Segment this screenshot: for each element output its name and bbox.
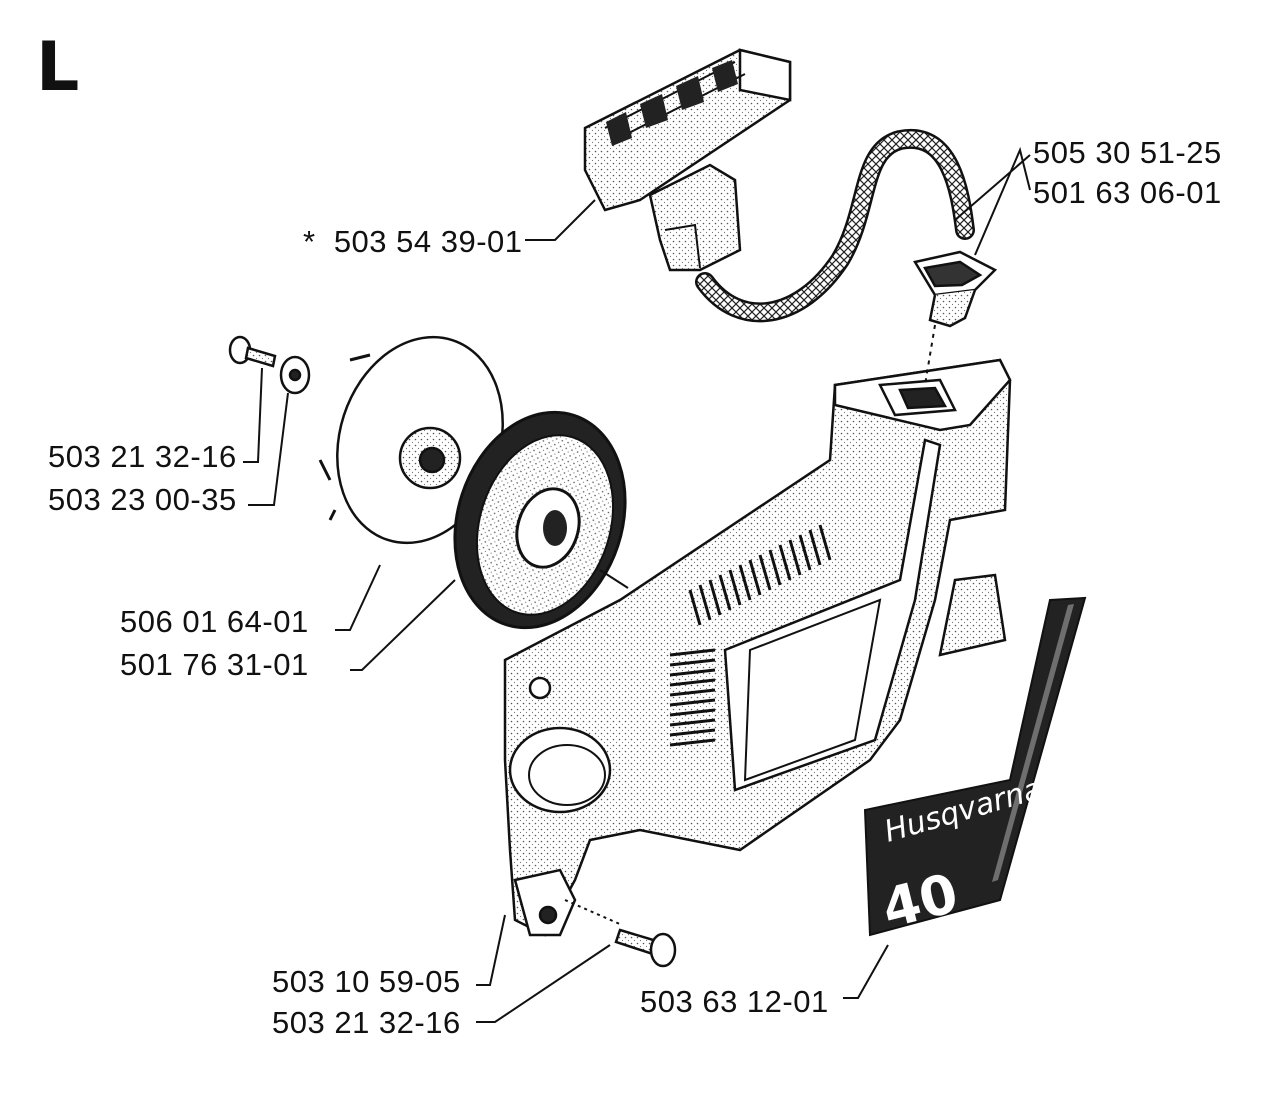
part-label-506-01-64-01: 506 01 64-01: [120, 605, 309, 639]
part-label-503-54-39-01: * 503 54 39-01: [303, 225, 523, 259]
part-number: 503 10 59-05: [272, 964, 461, 999]
part-prefix: *: [303, 224, 316, 259]
starter-housing: [503, 358, 1012, 937]
part-number: 503 21 32-16: [48, 439, 237, 474]
part-label-503-63-12-01: 503 63 12-01: [640, 985, 829, 1019]
rope-guide: [913, 250, 998, 328]
part-number: 503 63 12-01: [640, 984, 829, 1019]
part-number: 503 23 00-35: [48, 482, 237, 517]
part-label-501-76-31-01: 501 76 31-01: [120, 648, 309, 682]
cooling-slots: [669, 524, 832, 747]
part-number: 503 54 39-01: [333, 224, 523, 259]
part-label-505-30-51-25: 505 30 51-25: [1033, 136, 1222, 170]
part-number: 503 21 32-16: [272, 1005, 461, 1040]
part-label-501-63-06-01: 501 63 06-01: [1033, 176, 1222, 210]
screw-bottom: [614, 928, 677, 968]
part-number: 505 30 51-25: [1033, 135, 1222, 170]
recoil-spring: [453, 410, 627, 630]
section-letter: L: [36, 28, 80, 107]
screw-top: [228, 335, 277, 368]
part-number: 501 76 31-01: [120, 647, 309, 682]
part-number: 501 63 06-01: [1033, 175, 1222, 210]
leader-lines: [243, 146, 1031, 1023]
part-label-503-21-32-16-top: 503 21 32-16: [48, 440, 237, 474]
starter-handle: [583, 48, 792, 272]
starter-rope: [695, 128, 975, 323]
part-label-503-10-59-05: 503 10 59-05: [272, 965, 461, 999]
part-number: 506 01 64-01: [120, 604, 309, 639]
washer: [279, 355, 311, 395]
part-label-503-23-00-35: 503 23 00-35: [48, 483, 237, 517]
part-label-503-21-32-16-bottom: 503 21 32-16: [272, 1006, 461, 1040]
